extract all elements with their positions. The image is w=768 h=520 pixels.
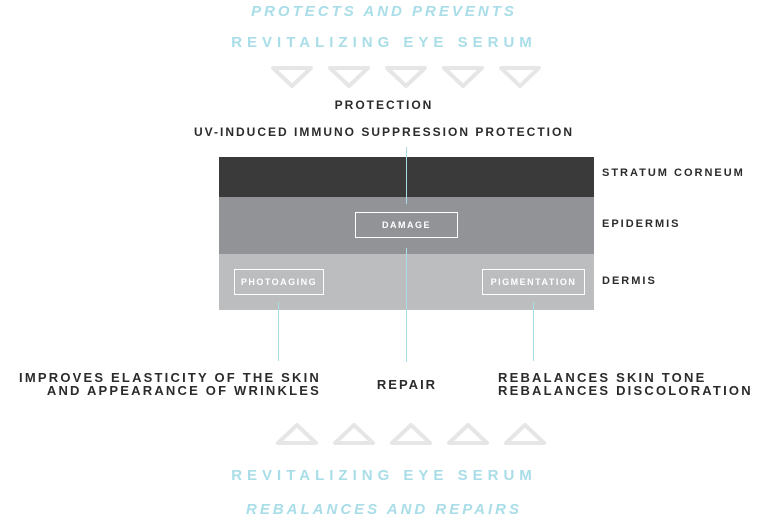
pigmentation-box: PIGMENTATION — [482, 269, 585, 295]
down-triangle-icon — [271, 66, 313, 88]
up-triangle-icon — [447, 423, 489, 445]
header-product-title: REVITALIZING EYE SERUM — [231, 34, 537, 51]
footer-product-title: REVITALIZING EYE SERUM — [231, 467, 537, 484]
up-triangle-icon — [276, 423, 318, 445]
elasticity-line-2: AND APPEARANCE OF WRINKLES — [46, 383, 321, 398]
protection-label: PROTECTION — [334, 98, 434, 112]
up-triangle-icon — [390, 423, 432, 445]
down-triangle-icon — [385, 66, 427, 88]
header-tagline: PROTECTS AND PREVENTS — [251, 3, 517, 20]
down-triangle-icon — [328, 66, 370, 88]
damage-box: DAMAGE — [355, 212, 458, 238]
skin-tone-label: REBALANCES SKIN TONE REBALANCES DISCOLOR… — [498, 371, 753, 397]
elasticity-line-1: IMPROVES ELASTICITY OF THE SKIN — [19, 370, 321, 385]
stratum-corneum-label: STRATUM CORNEUM — [602, 167, 745, 179]
skin-tone-line-1: REBALANCES SKIN TONE — [498, 370, 707, 385]
dermis-label: DERMIS — [602, 275, 657, 287]
skin-tone-line-2: REBALANCES DISCOLORATION — [498, 383, 753, 398]
uv-protection-label: UV-INDUCED IMMUNO SUPPRESSION PROTECTION — [193, 125, 575, 139]
photoaging-box: PHOTOAGING — [234, 269, 324, 295]
down-triangle-icon — [499, 66, 541, 88]
down-triangle-icon — [442, 66, 484, 88]
footer-tagline: REBALANCES AND REPAIRS — [245, 501, 522, 518]
elasticity-label: IMPROVES ELASTICITY OF THE SKIN AND APPE… — [0, 371, 321, 397]
elasticity-connector-line — [278, 302, 279, 361]
epidermis-label: EPIDERMIS — [602, 218, 681, 230]
repair-label: REPAIR — [376, 377, 438, 392]
tone-connector-line — [533, 302, 534, 361]
up-triangle-icon — [504, 423, 546, 445]
protection-connector-line — [406, 147, 407, 204]
repair-connector-line — [406, 248, 407, 362]
up-triangle-icon — [333, 423, 375, 445]
